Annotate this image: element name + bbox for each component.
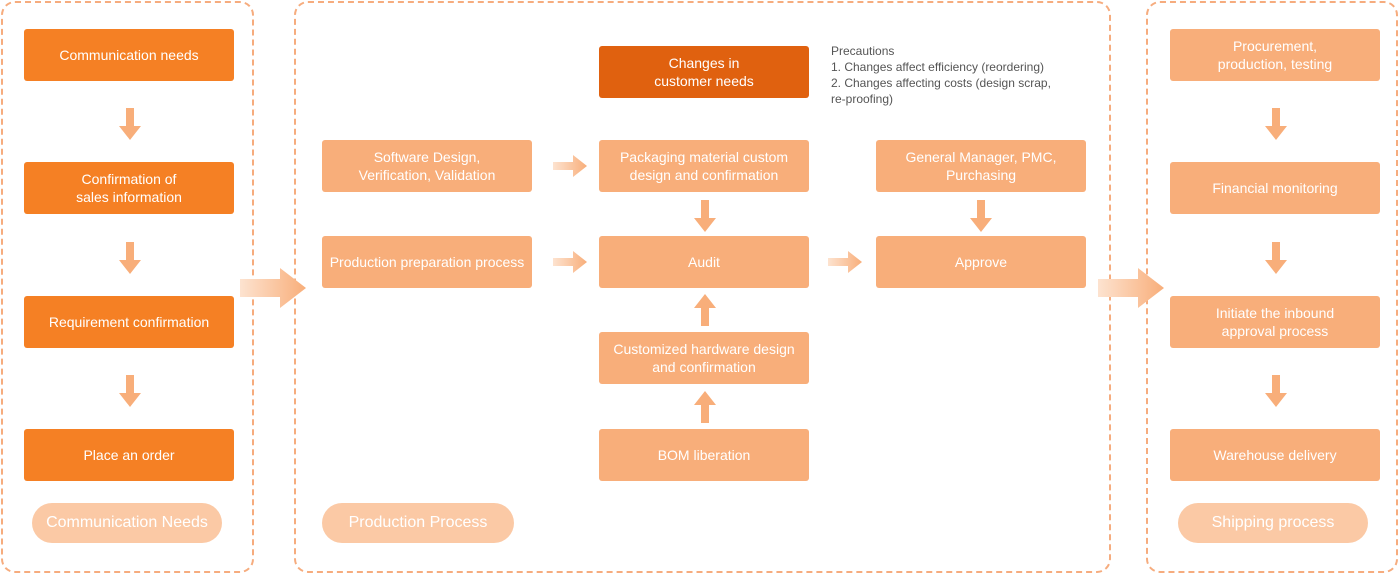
down-arrow-icon [1265,375,1287,407]
financial-monitoring-box: Financial monitoring [1170,162,1380,214]
down-arrow-icon [119,375,141,407]
precautions-note: Precautions 1. Changes affect efficiency… [831,43,1051,107]
down-arrow-icon [119,242,141,274]
right-arrow-icon [553,155,587,177]
procurement-production-testing-box: Procurement, production, testing [1170,29,1380,81]
production-preparation-box: Production preparation process [322,236,532,288]
precaution-item: 1. Changes affect efficiency (reordering… [831,60,1045,74]
place-order-box: Place an order [24,429,234,481]
communication-needs-label: Communication Needs [32,503,222,543]
gm-pmc-purchasing-box: General Manager, PMC, Purchasing [876,140,1086,192]
up-arrow-icon [694,294,716,326]
down-arrow-icon [1265,242,1287,274]
customer-needs-changes-box: Changes in customer needs [599,46,809,98]
down-arrow-icon [694,200,716,232]
audit-box: Audit [599,236,809,288]
up-arrow-icon [694,391,716,423]
big-right-arrow-icon [240,268,306,308]
right-arrow-icon [828,251,862,273]
precautions-title: Precautions [831,44,895,58]
warehouse-delivery-box: Warehouse delivery [1170,429,1380,481]
sales-info-confirmation-box: Confirmation of sales information [24,162,234,214]
shipping-process-panel [1146,1,1398,573]
shipping-process-label: Shipping process [1178,503,1368,543]
down-arrow-icon [119,108,141,140]
communication-needs-panel [1,1,254,573]
approve-box: Approve [876,236,1086,288]
bom-liberation-box: BOM liberation [599,429,809,481]
production-process-label: Production Process [322,503,514,543]
big-right-arrow-icon [1098,268,1164,308]
packaging-design-box: Packaging material custom design and con… [599,140,809,192]
software-design-box: Software Design, Verification, Validatio… [322,140,532,192]
communication-needs-box: Communication needs [24,29,234,81]
down-arrow-icon [970,200,992,232]
right-arrow-icon [553,251,587,273]
requirement-confirmation-box: Requirement confirmation [24,296,234,348]
hardware-design-box: Customized hardware design and confirmat… [599,332,809,384]
down-arrow-icon [1265,108,1287,140]
precaution-item: 2. Changes affecting costs (design scrap… [831,76,1051,90]
precaution-item: re-proofing) [831,92,894,106]
inbound-approval-box: Initiate the inbound approval process [1170,296,1380,348]
